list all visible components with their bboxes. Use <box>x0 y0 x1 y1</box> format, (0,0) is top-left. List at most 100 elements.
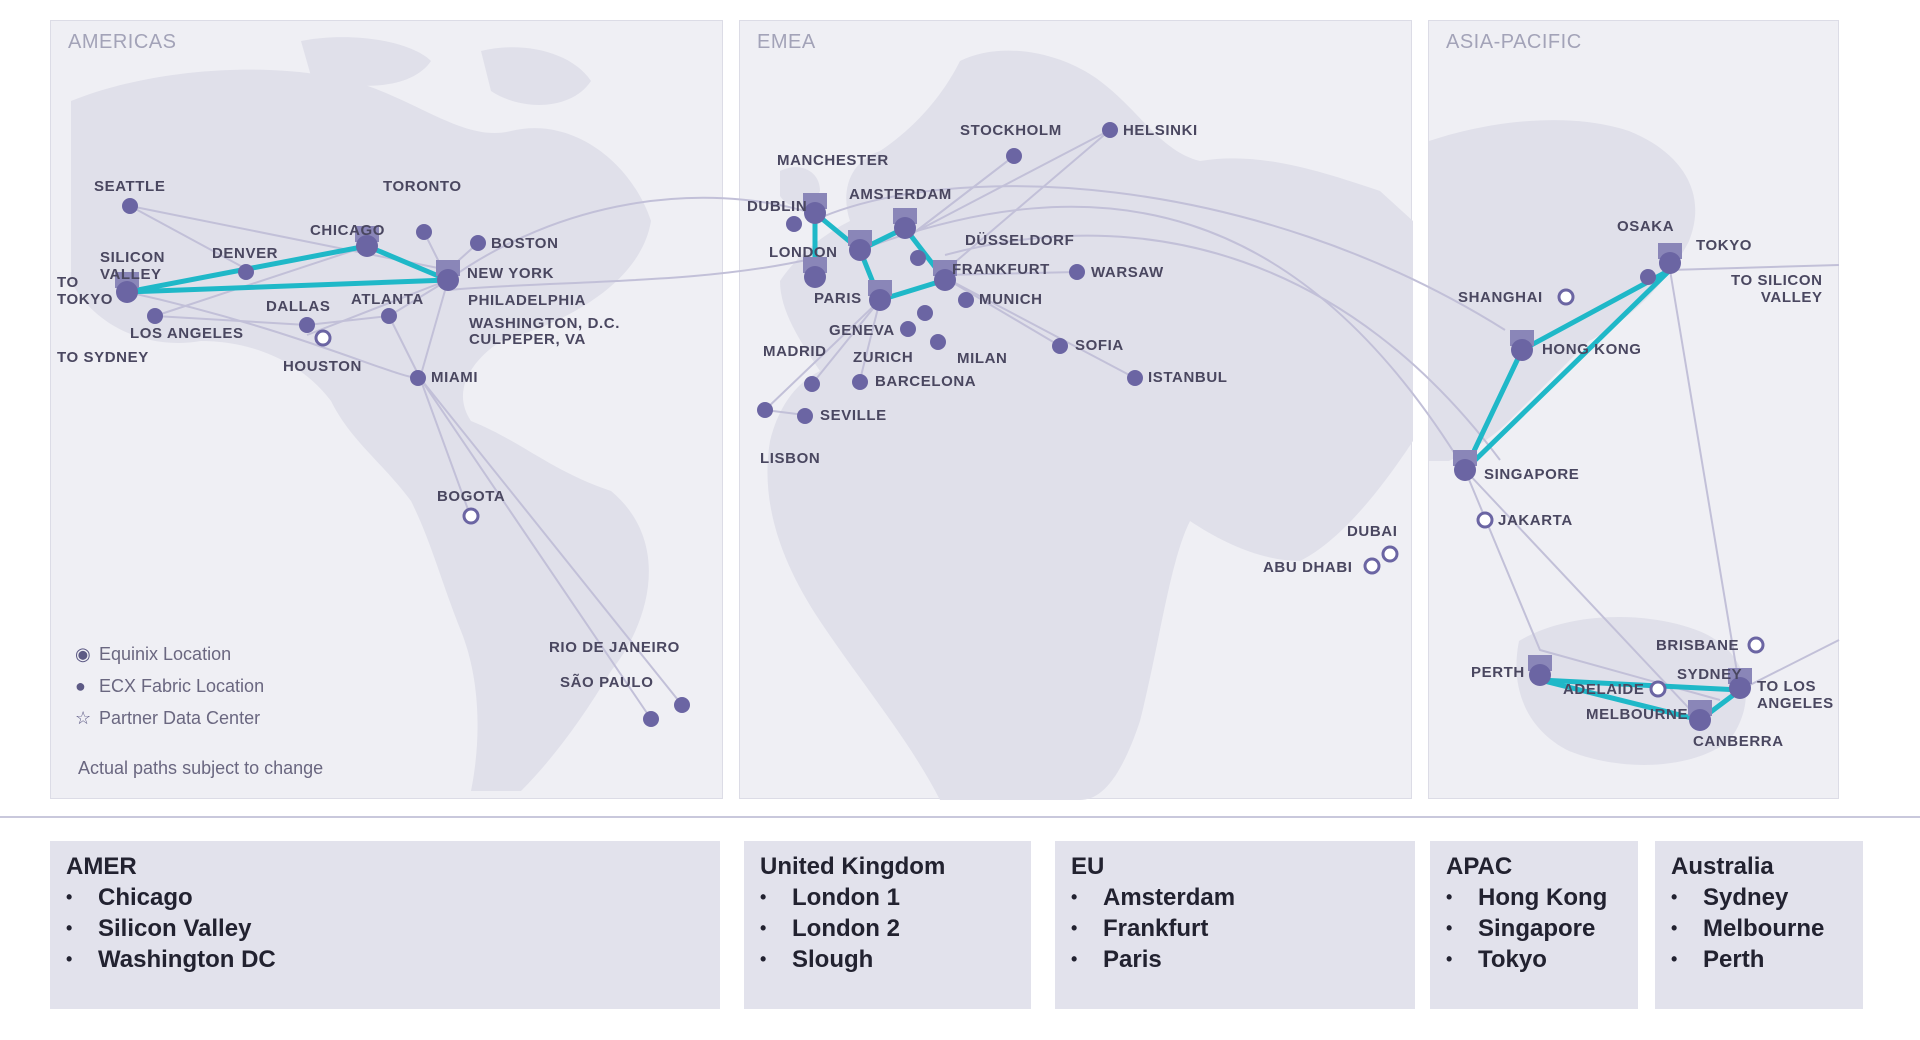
city-label-bogota: BOGOTA <box>437 488 506 505</box>
node-seattle <box>122 198 138 214</box>
legend-item-equinix: ◉ Equinix Location <box>75 643 232 664</box>
city-label-istanbul: ISTANBUL <box>1148 369 1228 386</box>
box-item: •Amsterdam <box>1071 884 1236 911</box>
city-label-toronto: TORONTO <box>383 178 462 195</box>
ecx-link <box>364 243 451 283</box>
node-houston <box>314 329 332 347</box>
section-divider <box>0 816 1920 818</box>
city-label-to-silicon-valley: TO SILICON VALLEY <box>1731 272 1823 306</box>
city-label-manchester: MANCHESTER <box>777 152 889 169</box>
box-item: •Perth <box>1671 946 1765 973</box>
partner-data-centers <box>115 193 1752 731</box>
node-rio <box>674 697 690 713</box>
node-bogota <box>462 507 480 525</box>
box-item: •Hong Kong <box>1446 884 1608 911</box>
node-stockholm <box>1006 148 1022 164</box>
node-shanghai <box>1557 288 1575 306</box>
city-label-to-tokyo: TO TOKYO <box>57 274 114 308</box>
box-item: •Tokyo <box>1446 946 1547 973</box>
datacenter-icon-frankfurt <box>933 260 957 291</box>
city-label-helsinki: HELSINKI <box>1123 122 1198 139</box>
city-label-jakarta: JAKARTA <box>1498 512 1573 529</box>
node-atlanta <box>381 308 397 324</box>
city-label-houston: HOUSTON <box>283 358 362 375</box>
city-label-amsterdam: AMSTERDAM <box>849 186 952 203</box>
city-label-new-york: NEW YORK <box>467 265 555 282</box>
route-line <box>939 274 1136 379</box>
datacenter-icon-chicago <box>355 226 379 257</box>
node-warsaw <box>1069 264 1085 280</box>
city-label-stockholm: STOCKHOLM <box>960 122 1062 139</box>
ecx-link <box>1537 677 1703 723</box>
city-label-lisbon: LISBON <box>760 450 821 467</box>
datacenter-icon-london <box>803 257 827 288</box>
city-label-perth: PERTH <box>1471 664 1525 681</box>
datacenter-icon-silicon-valley <box>115 272 139 303</box>
node-brisbane <box>1747 636 1765 654</box>
route-lines <box>126 129 1840 721</box>
legend-item-partner: ☆ Partner Data Center <box>75 707 261 728</box>
city-label-geneva: GENEVA <box>829 322 895 339</box>
route-line <box>388 279 449 317</box>
node-miami <box>410 370 426 386</box>
city-label-to-sydney: TO SYDNEY <box>57 349 149 366</box>
city-label-atlanta: ATLANTA <box>351 291 424 308</box>
node-sofia <box>1052 338 1068 354</box>
city-label-philadelphia: PHILADELPHIA <box>468 292 587 309</box>
route-line <box>814 185 1506 331</box>
city-label-rio: RIO DE JANEIRO <box>549 639 680 656</box>
city-label-singapore: SINGAPORE <box>1484 466 1580 483</box>
box-title: EU <box>1071 853 1105 880</box>
route-line <box>1464 469 1701 721</box>
node-boston <box>470 235 486 251</box>
box-item: •Melbourne <box>1671 915 1825 942</box>
node-zurich <box>917 305 933 321</box>
route-line <box>419 377 683 706</box>
datacenter-icon-new-york <box>436 260 460 291</box>
city-label-paris: PARIS <box>814 290 862 307</box>
node-dusseldorf <box>910 250 926 266</box>
partner-star-icon: ☆ <box>75 707 92 728</box>
node-dubai <box>1381 545 1399 563</box>
datacenter-icon-melbourne <box>1688 700 1712 731</box>
region-title-americas: AMERICAS <box>68 31 177 53</box>
route-line <box>419 377 652 720</box>
route-line <box>811 299 881 385</box>
box-item: •London 2 <box>760 915 900 942</box>
box-title: APAC <box>1446 853 1513 880</box>
region-box-amer: AMER •Chicago •Silicon Valley •Washingto… <box>50 841 720 1009</box>
route-line <box>939 274 1061 347</box>
box-item: •Sydney <box>1671 884 1789 911</box>
node-seville <box>797 408 813 424</box>
city-label-frankfurt: FRANKFURT <box>952 261 1050 278</box>
datacenter-icon-slough <box>848 230 872 261</box>
city-label-barcelona: BARCELONA <box>875 373 977 390</box>
route-line <box>306 315 390 326</box>
node-istanbul <box>1127 370 1143 386</box>
datacenter-icon-tokyo <box>1658 243 1682 274</box>
region-box-apac: APAC •Hong Kong •Singapore •Tokyo <box>1430 841 1638 1009</box>
node-geneva <box>900 321 916 337</box>
city-label-sofia: SOFIA <box>1075 337 1124 354</box>
route-line <box>764 299 881 411</box>
route-line <box>859 205 1466 471</box>
node-lisbon <box>757 402 773 418</box>
node-osaka <box>1640 269 1656 285</box>
region-box-uk: United Kingdom •London 1 •London 2 •Slou… <box>744 841 1031 1009</box>
city-label-denver: DENVER <box>212 245 279 262</box>
box-item: •London 1 <box>760 884 900 911</box>
ecx-nodes <box>122 122 1656 727</box>
region-box-australia: Australia •Sydney •Melbourne •Perth <box>1655 841 1863 1009</box>
node-jakarta <box>1476 511 1494 529</box>
route-line <box>859 299 881 381</box>
city-label-melbourne: MELBOURNE <box>1586 706 1689 723</box>
legend-note: Actual paths subject to change <box>78 758 324 778</box>
box-item: •Chicago <box>66 884 193 911</box>
route-line <box>1669 264 1840 271</box>
box-title: United Kingdom <box>760 853 946 880</box>
equinix-nodes <box>314 288 1765 698</box>
city-label-adelaide: ADELAIDE <box>1563 681 1645 698</box>
equinix-location-icon: ◉ <box>75 643 91 664</box>
city-label-sydney: SYDNEY <box>1677 666 1743 683</box>
route-line <box>939 271 1078 276</box>
